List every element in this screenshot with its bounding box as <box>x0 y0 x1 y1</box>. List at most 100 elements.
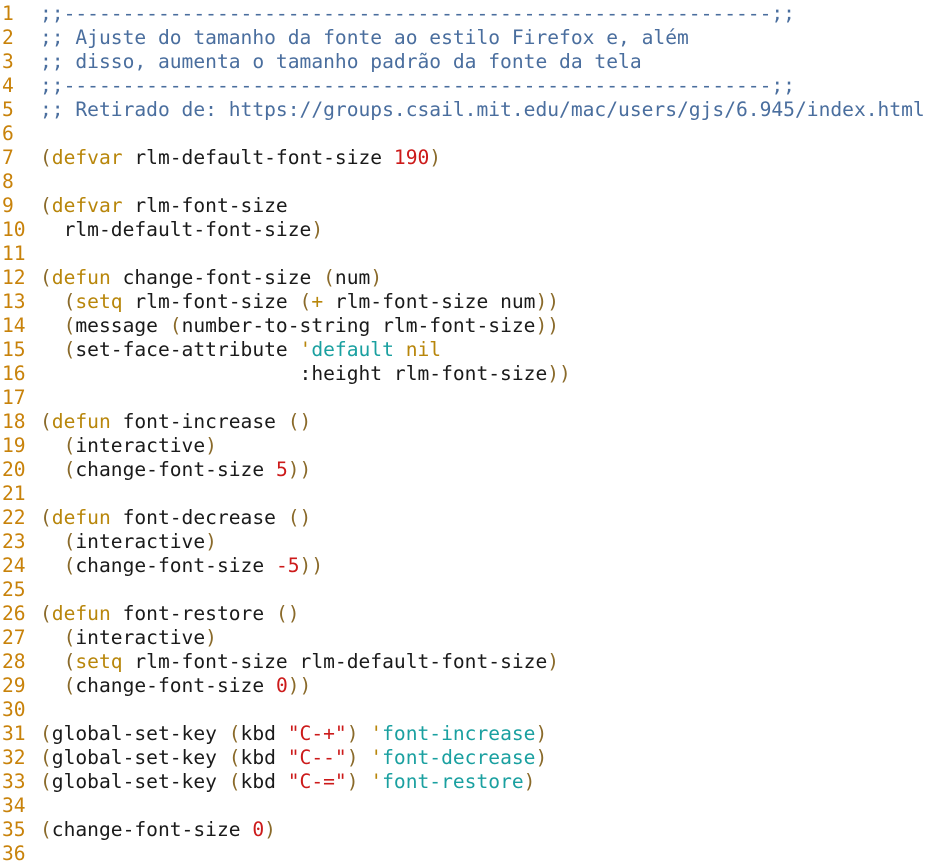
code-token-paren: ) <box>311 218 324 241</box>
code-content[interactable]: (setq rlm-font-size (+ rlm-font-size num… <box>30 290 943 314</box>
code-content[interactable]: (defun font-restore () <box>30 602 943 626</box>
code-token-number: 5 <box>275 458 288 481</box>
code-content[interactable]: ;; disso, aumenta o tamanho padrão da fo… <box>30 50 943 74</box>
code-line[interactable]: 22(defun font-decrease () <box>0 506 943 530</box>
code-content[interactable] <box>30 386 943 410</box>
code-line[interactable]: 36 <box>0 842 943 866</box>
code-line[interactable]: 20 (change-font-size 5)) <box>0 458 943 482</box>
code-token-paren: )) <box>547 362 571 385</box>
code-line[interactable]: 11 <box>0 242 943 266</box>
code-token-text <box>40 434 64 457</box>
code-content[interactable]: rlm-default-font-size) <box>30 218 943 242</box>
line-number: 28 <box>2 650 26 673</box>
code-line[interactable]: 30 <box>0 698 943 722</box>
code-line[interactable]: 29 (change-font-size 0)) <box>0 674 943 698</box>
line-number: 5 <box>2 98 14 121</box>
code-token-string: "C--" <box>287 746 347 769</box>
code-token-text <box>40 458 64 481</box>
code-token-paren: ( <box>63 674 76 697</box>
code-line[interactable]: 10 rlm-default-font-size) <box>0 218 943 242</box>
code-content[interactable]: ;; Retirado de: https://groups.csail.mit… <box>30 98 943 122</box>
code-content[interactable] <box>30 842 943 866</box>
code-line[interactable]: 9 (defvar rlm-font-size <box>0 194 943 218</box>
code-line[interactable]: 19 (interactive) <box>0 434 943 458</box>
code-line[interactable]: 12(defun change-font-size (num) <box>0 266 943 290</box>
code-line[interactable]: 15 (set-face-attribute 'default nil <box>0 338 943 362</box>
code-content[interactable]: (interactive) <box>30 530 943 554</box>
code-line[interactable]: 35(change-font-size 0) <box>0 818 943 842</box>
code-content[interactable]: (interactive) <box>30 626 943 650</box>
code-content[interactable] <box>30 170 943 194</box>
code-content[interactable]: (defun font-increase () <box>30 410 943 434</box>
code-content[interactable]: (interactive) <box>30 434 943 458</box>
line-number: 22 <box>2 506 26 529</box>
code-line[interactable]: 26(defun font-restore () <box>0 602 943 626</box>
code-line[interactable]: 25 <box>0 578 943 602</box>
code-token-paren: )) <box>287 674 312 697</box>
code-line[interactable]: 3;; disso, aumenta o tamanho padrão da f… <box>0 50 943 74</box>
line-number: 21 <box>2 482 26 505</box>
code-line[interactable]: 1;;-------------------------------------… <box>0 2 943 26</box>
code-content[interactable]: (defun font-decrease () <box>30 506 943 530</box>
code-content[interactable]: (change-font-size 0)) <box>30 674 943 698</box>
code-content[interactable]: (change-font-size 5)) <box>30 458 943 482</box>
code-token-text: kbd <box>240 746 288 769</box>
code-token-number: -5 <box>275 554 300 577</box>
code-content[interactable]: (message (number-to-string rlm-font-size… <box>30 314 943 338</box>
code-content[interactable] <box>30 482 943 506</box>
line-number: 16 <box>2 362 26 385</box>
code-line[interactable]: 21 <box>0 482 943 506</box>
code-token-text: set-face-attribute <box>75 338 300 361</box>
code-token-number: 0 <box>252 818 265 841</box>
line-number: 27 <box>2 626 26 649</box>
code-content[interactable] <box>30 698 943 722</box>
line-number: 24 <box>2 554 26 577</box>
code-line[interactable]: 2;; Ajuste do tamanho da fonte ao estilo… <box>0 26 943 50</box>
code-content[interactable] <box>30 578 943 602</box>
code-line[interactable]: 33(global-set-key (kbd "C-=") 'font-rest… <box>0 770 943 794</box>
code-content[interactable] <box>30 122 943 146</box>
line-number: 6 <box>2 122 14 145</box>
code-line[interactable]: 5 ;; Retirado de: https://groups.csail.mi… <box>0 98 943 122</box>
code-content[interactable]: (setq rlm-font-size rlm-default-font-siz… <box>30 650 943 674</box>
code-content[interactable]: (set-face-attribute 'default nil <box>30 338 943 362</box>
code-line[interactable]: 18(defun font-increase () <box>0 410 943 434</box>
code-token-paren: ( <box>63 290 76 313</box>
code-line[interactable]: 28 (setq rlm-font-size rlm-default-font-… <box>0 650 943 674</box>
code-line[interactable]: 8 <box>0 170 943 194</box>
code-line[interactable]: 7(defvar rlm-default-font-size 190) <box>0 146 943 170</box>
code-content[interactable]: (change-font-size -5)) <box>30 554 943 578</box>
code-content[interactable]: (global-set-key (kbd "C-+") 'font-increa… <box>30 722 943 746</box>
code-line[interactable]: 24 (change-font-size -5)) <box>0 554 943 578</box>
code-content[interactable] <box>30 794 943 818</box>
code-line[interactable]: 32(global-set-key (kbd "C--") 'font-decr… <box>0 746 943 770</box>
code-token-keyword: ' <box>370 722 383 745</box>
code-line[interactable]: 34 <box>0 794 943 818</box>
code-content[interactable]: (defun change-font-size (num) <box>30 266 943 290</box>
code-line[interactable]: 31(global-set-key (kbd "C-+") 'font-incr… <box>0 722 943 746</box>
code-line[interactable]: 13 (setq rlm-font-size (+ rlm-font-size … <box>0 290 943 314</box>
code-content[interactable]: ;;--------------------------------------… <box>30 2 943 26</box>
code-content[interactable]: :height rlm-font-size)) <box>30 362 943 386</box>
code-line[interactable]: 4;;-------------------------------------… <box>0 74 943 98</box>
code-token-text: num <box>334 266 371 289</box>
code-line[interactable]: 16 :height rlm-font-size)) <box>0 362 943 386</box>
code-line[interactable]: 6 <box>0 122 943 146</box>
code-content[interactable]: (global-set-key (kbd "C-=") 'font-restor… <box>30 770 943 794</box>
code-line[interactable]: 17 <box>0 386 943 410</box>
code-content[interactable] <box>30 242 943 266</box>
code-line[interactable]: 23 (interactive) <box>0 530 943 554</box>
code-token-paren: ) <box>346 746 359 769</box>
line-number: 9 <box>2 194 14 217</box>
code-content[interactable]: ;;--------------------------------------… <box>30 74 943 98</box>
code-content[interactable]: (change-font-size 0) <box>30 818 943 842</box>
code-content[interactable]: ;; Ajuste do tamanho da fonte ao estilo … <box>30 26 943 50</box>
code-line[interactable]: 14 (message (number-to-string rlm-font-s… <box>0 314 943 338</box>
code-token-keyword: ' <box>299 338 312 361</box>
code-token-text <box>40 530 64 553</box>
code-line[interactable]: 27 (interactive) <box>0 626 943 650</box>
code-content[interactable]: (global-set-key (kbd "C--") 'font-decrea… <box>30 746 943 770</box>
code-content[interactable]: (defvar rlm-default-font-size 190) <box>30 146 943 170</box>
code-content[interactable]: (defvar rlm-font-size <box>30 194 943 218</box>
